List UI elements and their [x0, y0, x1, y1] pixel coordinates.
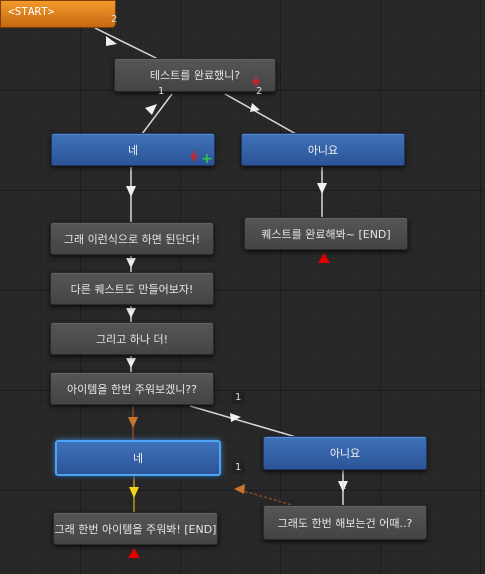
port-label-retry: 1: [340, 481, 347, 492]
wire-q1-yes1: [141, 93, 173, 135]
dialog-node-line3[interactable]: 그리고 하나 더!: [50, 322, 214, 355]
wire-retry-yes2: [239, 489, 293, 506]
arrow-retry-yes2: [234, 484, 245, 494]
end-marker-icon: [318, 253, 330, 263]
arrow-start-q1: [106, 36, 117, 46]
port-badge-q2: 1: [232, 392, 245, 404]
arrow-yes2-end: [129, 487, 139, 498]
port-label-no1: 2: [256, 86, 263, 97]
arrow-q2-no2: [230, 413, 241, 422]
arrow-no1-end: [317, 183, 327, 194]
port-badge-no2: 1: [232, 462, 245, 474]
arrow-q1-yes1: [145, 104, 157, 115]
dialog-node-line1[interactable]: 그래 이런식으로 하면 된단다!: [50, 222, 214, 255]
answer-node-no1[interactable]: 아니요: [241, 133, 405, 166]
wire-start-q1: [94, 27, 159, 60]
add-icon[interactable]: +: [201, 151, 213, 167]
end-marker-icon: [128, 548, 140, 558]
question-node-test-complete[interactable]: 테스트를 완료했니?: [114, 58, 276, 92]
dialog-node-line2[interactable]: 다른 퀘스트도 만들어보자!: [50, 272, 214, 305]
arrow-q2-yes2: [128, 417, 138, 428]
port-label-yes1: 1: [158, 86, 165, 97]
dialog-node-retry[interactable]: 그래도 한번 해보는건 어때..?: [263, 505, 427, 540]
answer-node-yes1[interactable]: 네: [51, 133, 215, 166]
arrow-line3-q2: [126, 358, 136, 368]
arrow-q1-no1: [250, 103, 260, 112]
wire-q2-no2: [189, 405, 297, 438]
question-node-pickup-item[interactable]: 아이템을 한번 주워보겠니??: [50, 372, 214, 405]
pin-icon-q1: [252, 76, 260, 87]
start-node[interactable]: <START>: [0, 0, 116, 28]
arrow-line2-line3: [126, 308, 136, 318]
end-node-complete-quest[interactable]: 퀘스트를 완료해봐~ [END]: [244, 217, 408, 250]
pin-icon-yes1: [190, 151, 198, 162]
start-port-label: 2: [111, 14, 118, 25]
answer-node-yes2[interactable]: 네: [55, 440, 221, 476]
wire-q1-no1: [224, 93, 297, 135]
arrow-no2-retry: [338, 481, 348, 492]
end-node-try-pickup[interactable]: 그래 한번 아이템을 주워봐! [END]: [53, 512, 218, 545]
arrow-line1-line2: [126, 258, 136, 268]
answer-node-no2[interactable]: 아니요: [263, 436, 427, 470]
arrow-yes1-line1: [126, 186, 136, 197]
